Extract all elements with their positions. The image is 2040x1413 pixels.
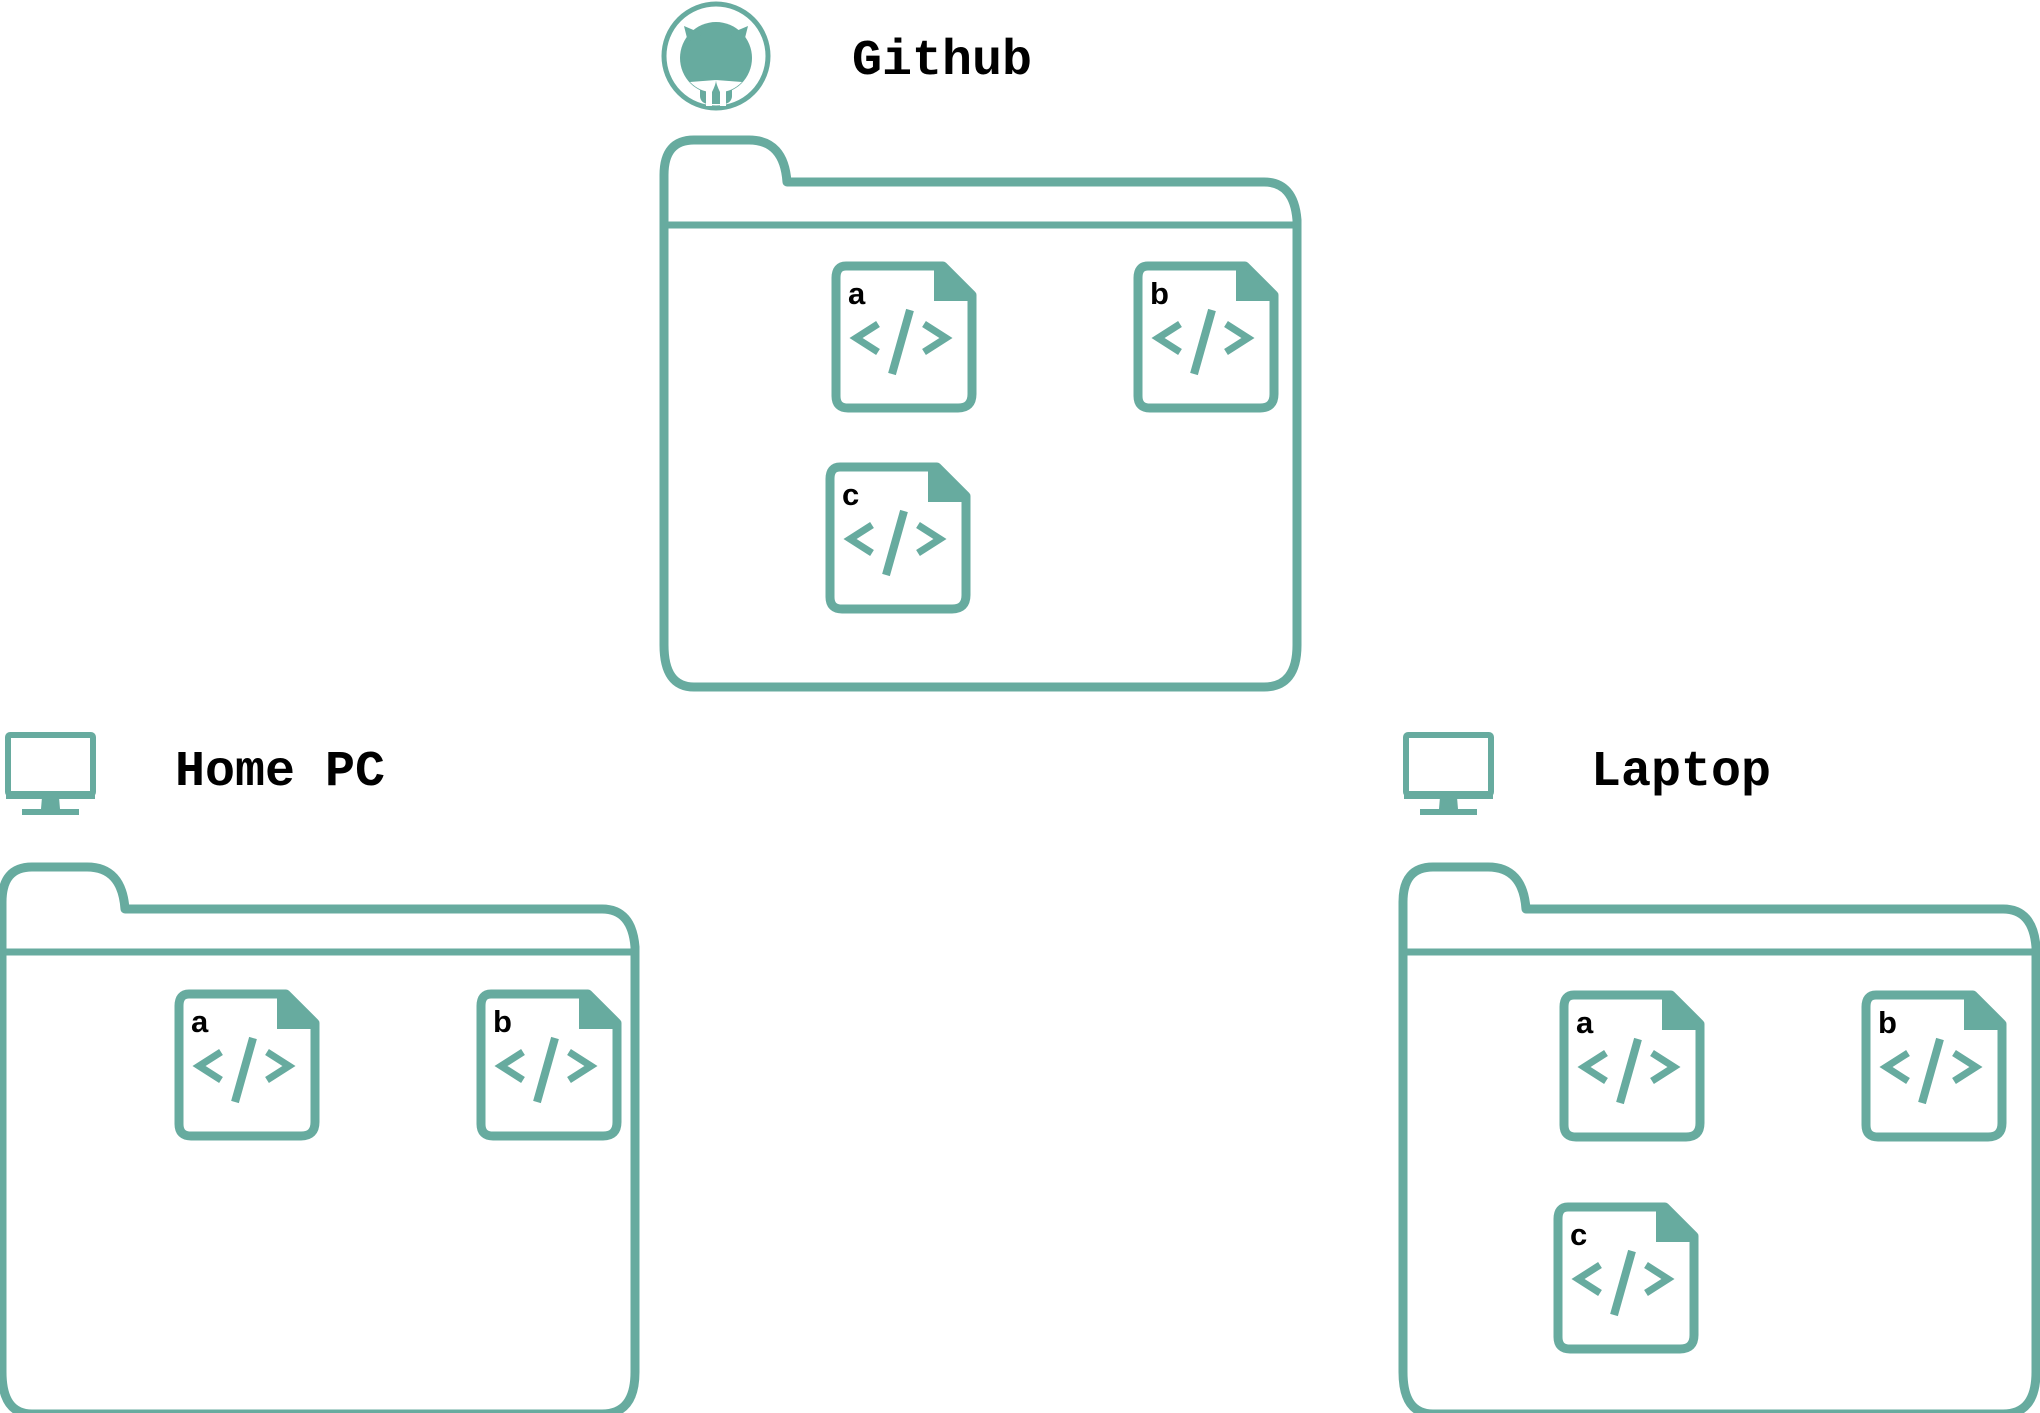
file-label: a [1576, 1005, 1594, 1040]
home-pc-node: Home PC a b [2, 735, 635, 1413]
file-label: b [1878, 1005, 1897, 1040]
monitor-icon [6, 735, 95, 815]
github-node: Github a b c [661, 1, 1297, 687]
file-icon: a [836, 266, 972, 408]
monitor-icon [1404, 735, 1493, 815]
file-label: a [848, 276, 866, 311]
file-label: c [842, 477, 859, 512]
file-icon: b [1138, 266, 1274, 408]
laptop-node: Laptop a b c [1403, 735, 2036, 1413]
home-pc-title: Home PC [175, 744, 385, 801]
github-icon [661, 1, 771, 111]
file-label: b [493, 1004, 512, 1039]
file-icon: b [481, 994, 617, 1136]
file-icon: c [1558, 1207, 1694, 1349]
file-icon: b [1866, 995, 2002, 1137]
file-label: c [1570, 1217, 1587, 1252]
file-icon: a [179, 994, 315, 1136]
laptop-title: Laptop [1591, 744, 1771, 801]
github-title: Github [852, 33, 1032, 90]
file-label: a [191, 1004, 209, 1039]
file-label: b [1150, 276, 1169, 311]
file-icon: c [830, 467, 966, 609]
file-icon: a [1564, 995, 1700, 1137]
github-folder [664, 140, 1297, 687]
